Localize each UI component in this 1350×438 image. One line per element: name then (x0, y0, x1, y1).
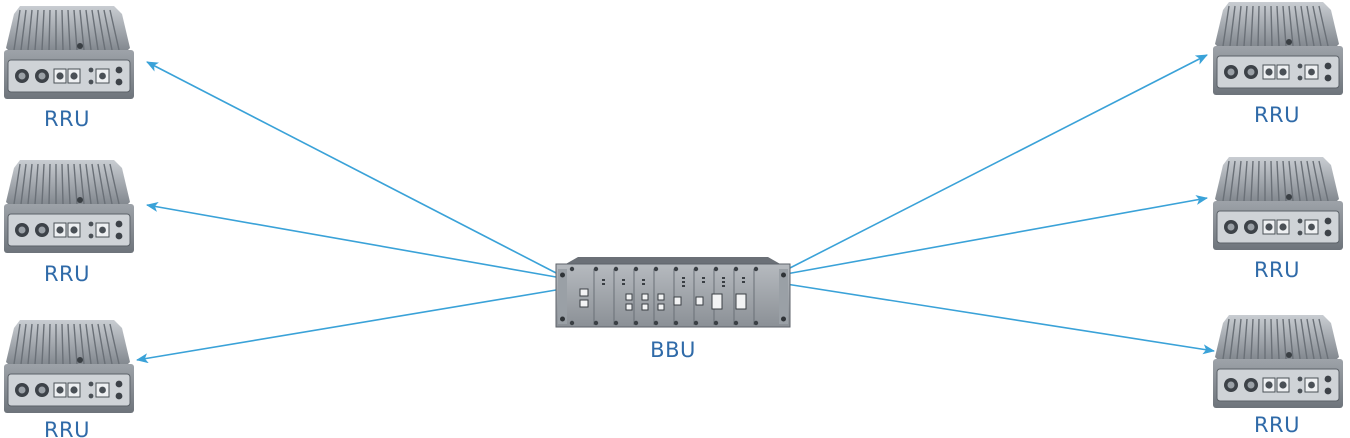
rru-device-icon (3, 319, 135, 414)
rru-node-left-3[interactable]: RRU (3, 319, 135, 438)
link-bbu-to-rru-left-1 (146, 61, 561, 276)
rru-label: RRU (44, 107, 90, 131)
link-bbu-to-rru-left-3 (136, 289, 557, 364)
bbu-device-icon (555, 256, 791, 328)
rru-label: RRU (1254, 413, 1300, 437)
rru-node-right-1[interactable]: RRU (1212, 1, 1344, 127)
link-bbu-to-rru-left-2 (146, 201, 557, 278)
rru-label: RRU (44, 418, 90, 438)
rru-label: RRU (44, 262, 90, 286)
rru-device-icon (3, 159, 135, 254)
bbu-node[interactable]: BBU (555, 256, 791, 362)
bbu-label: BBU (650, 338, 696, 362)
rru-label: RRU (1254, 103, 1300, 127)
link-bbu-to-rru-right-2 (785, 195, 1208, 275)
rru-node-left-1[interactable]: RRU (3, 5, 135, 131)
link-group (136, 54, 1215, 364)
link-bbu-to-rru-right-3 (785, 283, 1215, 355)
rru-node-right-3[interactable]: RRU (1212, 314, 1344, 437)
rru-device-icon (3, 5, 135, 100)
rru-device-icon (1212, 1, 1344, 96)
rru-device-icon (1212, 156, 1344, 251)
rru-node-left-2[interactable]: RRU (3, 159, 135, 286)
rru-label: RRU (1254, 258, 1300, 282)
rru-node-right-2[interactable]: RRU (1212, 156, 1344, 282)
rru-device-icon (1212, 314, 1344, 409)
link-bbu-to-rru-right-1 (785, 54, 1208, 271)
